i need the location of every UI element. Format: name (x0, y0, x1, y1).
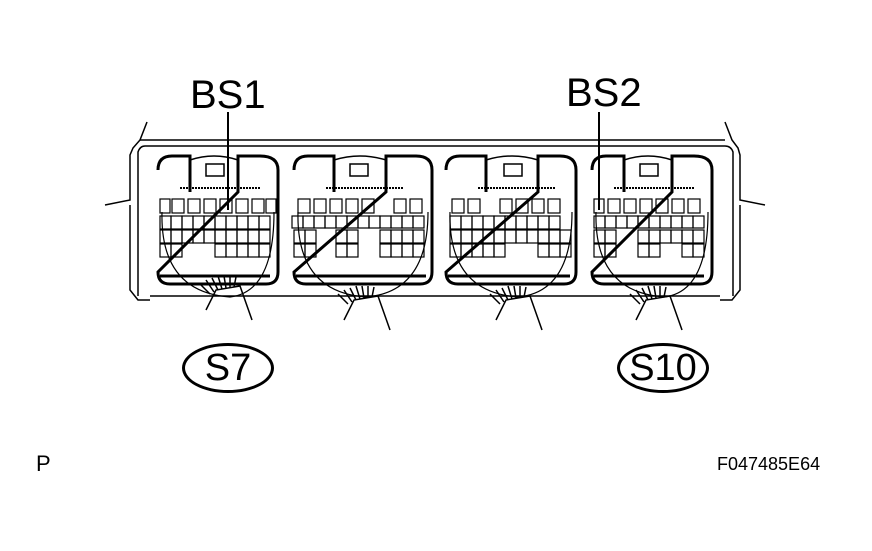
callout-bs1: BS1 (190, 73, 266, 117)
connector-label-s10: S10 (617, 343, 709, 393)
callout-bs2: BS2 (566, 71, 642, 115)
corner-mark: P (36, 451, 51, 476)
wire-harnesses (199, 275, 683, 331)
connector-3 (444, 154, 578, 298)
ecu-housing (104, 121, 766, 301)
connector-label-s7-text: S7 (204, 346, 252, 389)
connector-s10 (590, 154, 714, 298)
connector-label-s10-text: S10 (629, 346, 697, 389)
connector-s7 (156, 154, 280, 298)
connector-2 (291, 154, 434, 298)
figure-code: F047485E64 (717, 454, 821, 474)
connector-label-s7: S7 (182, 343, 274, 393)
